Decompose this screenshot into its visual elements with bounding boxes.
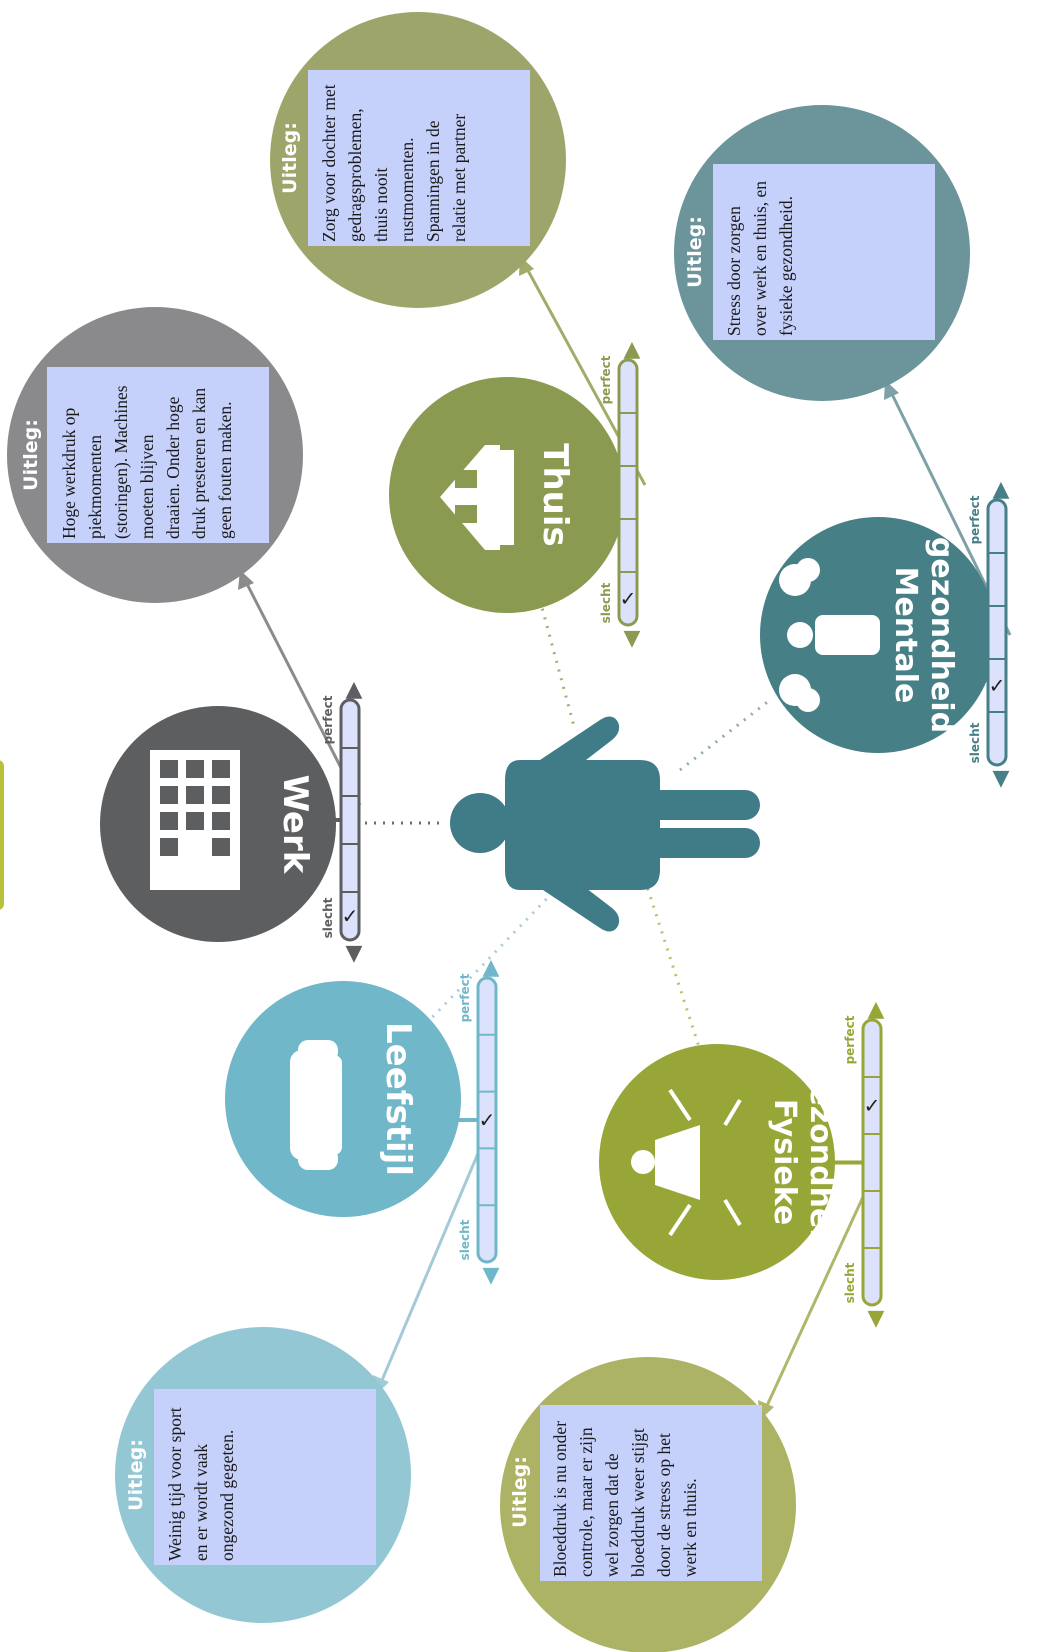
mentale-scale-low-label: slecht <box>968 722 982 763</box>
leefstijl-uitleg-label: Uitleg: <box>125 1439 147 1511</box>
leefstijl-thumbs-up-icon: ▲ <box>483 955 500 980</box>
thuis-rating-scale: ▲ ▼ perfect slecht ✓ <box>588 337 641 651</box>
mentale-scale-track <box>986 498 1008 767</box>
mentale-title-line1: Mentale <box>888 567 923 704</box>
person-icon <box>450 716 760 932</box>
werk-scale-track <box>339 698 361 942</box>
thuis-rating-check: ✓ <box>620 587 637 611</box>
fysieke-scale-low-label: slecht <box>843 1262 857 1303</box>
werk-rating-check: ✓ <box>342 904 359 928</box>
fysieke-scale-track <box>861 1018 883 1307</box>
couch-icon <box>290 1040 342 1170</box>
thuis-scale-low-label: slecht <box>599 582 613 623</box>
fysieke-domain: Fysieke gezondheid <box>599 1044 838 1280</box>
mentale-uitleg-label: Uitleg: <box>684 216 706 288</box>
leefstijl-scale-low-label: slecht <box>458 1219 472 1260</box>
house-icon <box>440 445 514 550</box>
thuis-title: Thuis <box>535 443 575 547</box>
werk-thumbs-down-icon: ▼ <box>346 941 363 966</box>
fysieke-explanation-bubble: Uitleg: Bloeddruk is nu onder controle, … <box>500 1357 796 1652</box>
leefstijl-thumbs-down-icon: ▼ <box>483 1263 500 1288</box>
werk-scale-low-label: slecht <box>321 897 335 938</box>
mentale-explanation-text: Stress door zorgen over werk en thuis, e… <box>724 177 796 336</box>
leefstijl-rating-scale: ▲ ▼ perfect slecht ✓ <box>447 955 500 1288</box>
werk-title: Werk <box>275 775 315 875</box>
leefstijl-explanation-bubble: Uitleg: Weinig tijd voor sport en er wor… <box>115 1327 411 1623</box>
fysieke-explanation-text: Bloeddruk is nu onder controle, maar er … <box>550 1417 700 1577</box>
mentale-explanation-bubble: Uitleg: Stress door zorgen over werk en … <box>674 105 970 401</box>
werk-explanation-text: Hoge werkdruk op piekmomenten (storingen… <box>59 381 235 539</box>
thuis-thumbs-up-icon: ▲ <box>624 337 641 362</box>
dotted-connectors <box>365 599 771 1051</box>
leefstijl-rating-check: ✓ <box>479 1108 496 1132</box>
werk-rating-scale: ▲ ▼ perfect slecht ✓ <box>310 677 363 966</box>
mentale-rating-check: ✓ <box>989 674 1006 698</box>
mentale-title-line2: gezondheid <box>924 537 959 733</box>
fysieke-scale-high-label: perfect <box>843 1015 857 1064</box>
mentale-thumbs-up-icon: ▲ <box>993 477 1010 502</box>
leefstijl-scale-high-label: perfect <box>458 973 472 1022</box>
werk-thumbs-up-icon: ▲ <box>346 677 363 702</box>
edge-tab <box>0 760 4 910</box>
leefstijl-scale-track <box>476 976 498 1264</box>
mentale-domain: Mentale gezondheid <box>760 517 996 753</box>
werk-uitleg-label: Uitleg: <box>20 419 42 491</box>
fysieke-thumbs-up-icon: ▲ <box>868 997 885 1022</box>
thuis-thumbs-down-icon: ▼ <box>624 626 641 651</box>
thuis-domain: Thuis <box>389 377 625 613</box>
mentale-scale-high-label: perfect <box>968 495 982 544</box>
mentale-rating-scale: ▲ ▼ perfect slecht ✓ <box>957 477 1010 791</box>
werk-domain: Werk <box>100 706 336 942</box>
fysieke-rating-scale: ▲ ▼ perfect slecht ✓ <box>832 997 885 1331</box>
leefstijl-explanation-text: Weinig tijd voor sport en er wordt vaak … <box>165 1403 237 1561</box>
werk-explanation-bubble: Uitleg: Hoge werkdruk op piekmomenten (s… <box>7 307 303 603</box>
werk-scale-high-label: perfect <box>321 695 335 744</box>
leefstijl-title: Leefstijl <box>378 1022 418 1176</box>
rating-scales: ▲ ▼ perfect slecht ✓ ▲ ▼ perfect slecht ✓ ▲ ▼ perfec… <box>310 337 1010 1331</box>
fysieke-uitleg-label: Uitleg: <box>509 1456 531 1528</box>
mentale-thumbs-down-icon: ▼ <box>993 766 1010 791</box>
building-icon <box>150 750 240 890</box>
thuis-explanation-bubble: Uitleg: Zorg voor dochter met gedragspro… <box>270 12 566 308</box>
thuis-explanation-text: Zorg voor dochter met gedragsproblemen, … <box>319 80 469 242</box>
thuis-uitleg-label: Uitleg: <box>279 122 301 194</box>
fysieke-title-line1: Fysieke <box>767 1099 802 1225</box>
thuis-scale-track <box>617 358 639 627</box>
fysieke-thumbs-down-icon: ▼ <box>868 1306 885 1331</box>
leefstijl-domain: Leefstijl <box>225 981 461 1217</box>
body-pressure-icon <box>631 1088 742 1237</box>
fysieke-rating-check: ✓ <box>864 1094 881 1118</box>
thuis-scale-high-label: perfect <box>599 355 613 404</box>
stressed-person-icon <box>779 558 880 712</box>
